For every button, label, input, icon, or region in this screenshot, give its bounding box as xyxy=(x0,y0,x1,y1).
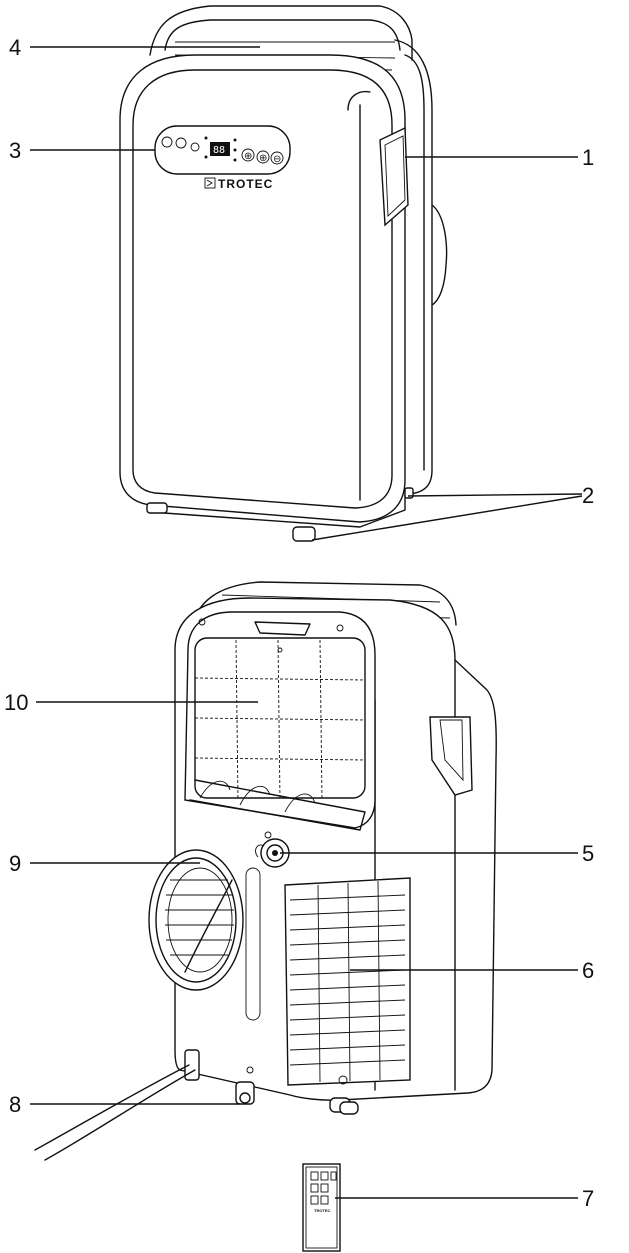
callout-label-2: 2 xyxy=(582,483,594,508)
callout-label-9: 9 xyxy=(9,851,21,876)
callout-3: 3 xyxy=(9,138,155,163)
callout-label-1: 1 xyxy=(582,145,594,170)
callout-label-3: 3 xyxy=(9,138,21,163)
callout-label-5: 5 xyxy=(582,841,594,866)
callout-7: 7 xyxy=(335,1186,594,1211)
callout-10: 10 xyxy=(4,690,258,715)
callout-5: 5 xyxy=(280,841,594,866)
callout-label-8: 8 xyxy=(9,1092,21,1117)
callout-4: 4 xyxy=(9,35,260,60)
trotec-logo: TROTEC xyxy=(204,177,273,191)
control-button-3: ⊖ xyxy=(273,154,281,165)
castor-wheels xyxy=(146,487,414,542)
brand-text: TROTEC xyxy=(218,177,273,191)
back-view-unit xyxy=(34,581,497,1161)
callout-label-10: 10 xyxy=(4,690,28,715)
power-cable xyxy=(34,1049,200,1161)
display-readout: 88 xyxy=(213,145,225,156)
callout-2: 2 xyxy=(311,483,594,541)
condensate-drain-lower xyxy=(235,1066,255,1105)
control-button-1: ⊕ xyxy=(244,151,252,162)
front-control-panel: 88 ⊕ ⊕ ⊖ xyxy=(154,125,291,175)
exhaust-air-port xyxy=(148,849,244,991)
callout-1: 1 xyxy=(405,145,594,170)
callout-label-4: 4 xyxy=(9,35,21,60)
callout-label-6: 6 xyxy=(582,958,594,983)
remote-brand-text: TROTEC xyxy=(314,1208,331,1213)
callout-9: 9 xyxy=(9,851,200,876)
front-view-unit: 88 ⊕ ⊕ ⊖ TROTEC xyxy=(119,5,448,542)
callout-label-7: 7 xyxy=(582,1186,594,1211)
remote-control: TROTEC xyxy=(302,1163,341,1252)
callout-6: 6 xyxy=(350,958,594,983)
lower-air-intake-grille xyxy=(284,877,411,1086)
control-button-2: ⊕ xyxy=(259,153,267,164)
callout-8: 8 xyxy=(9,1092,240,1117)
side-handle-opening xyxy=(379,126,409,227)
filter-frame-upper xyxy=(184,611,376,831)
